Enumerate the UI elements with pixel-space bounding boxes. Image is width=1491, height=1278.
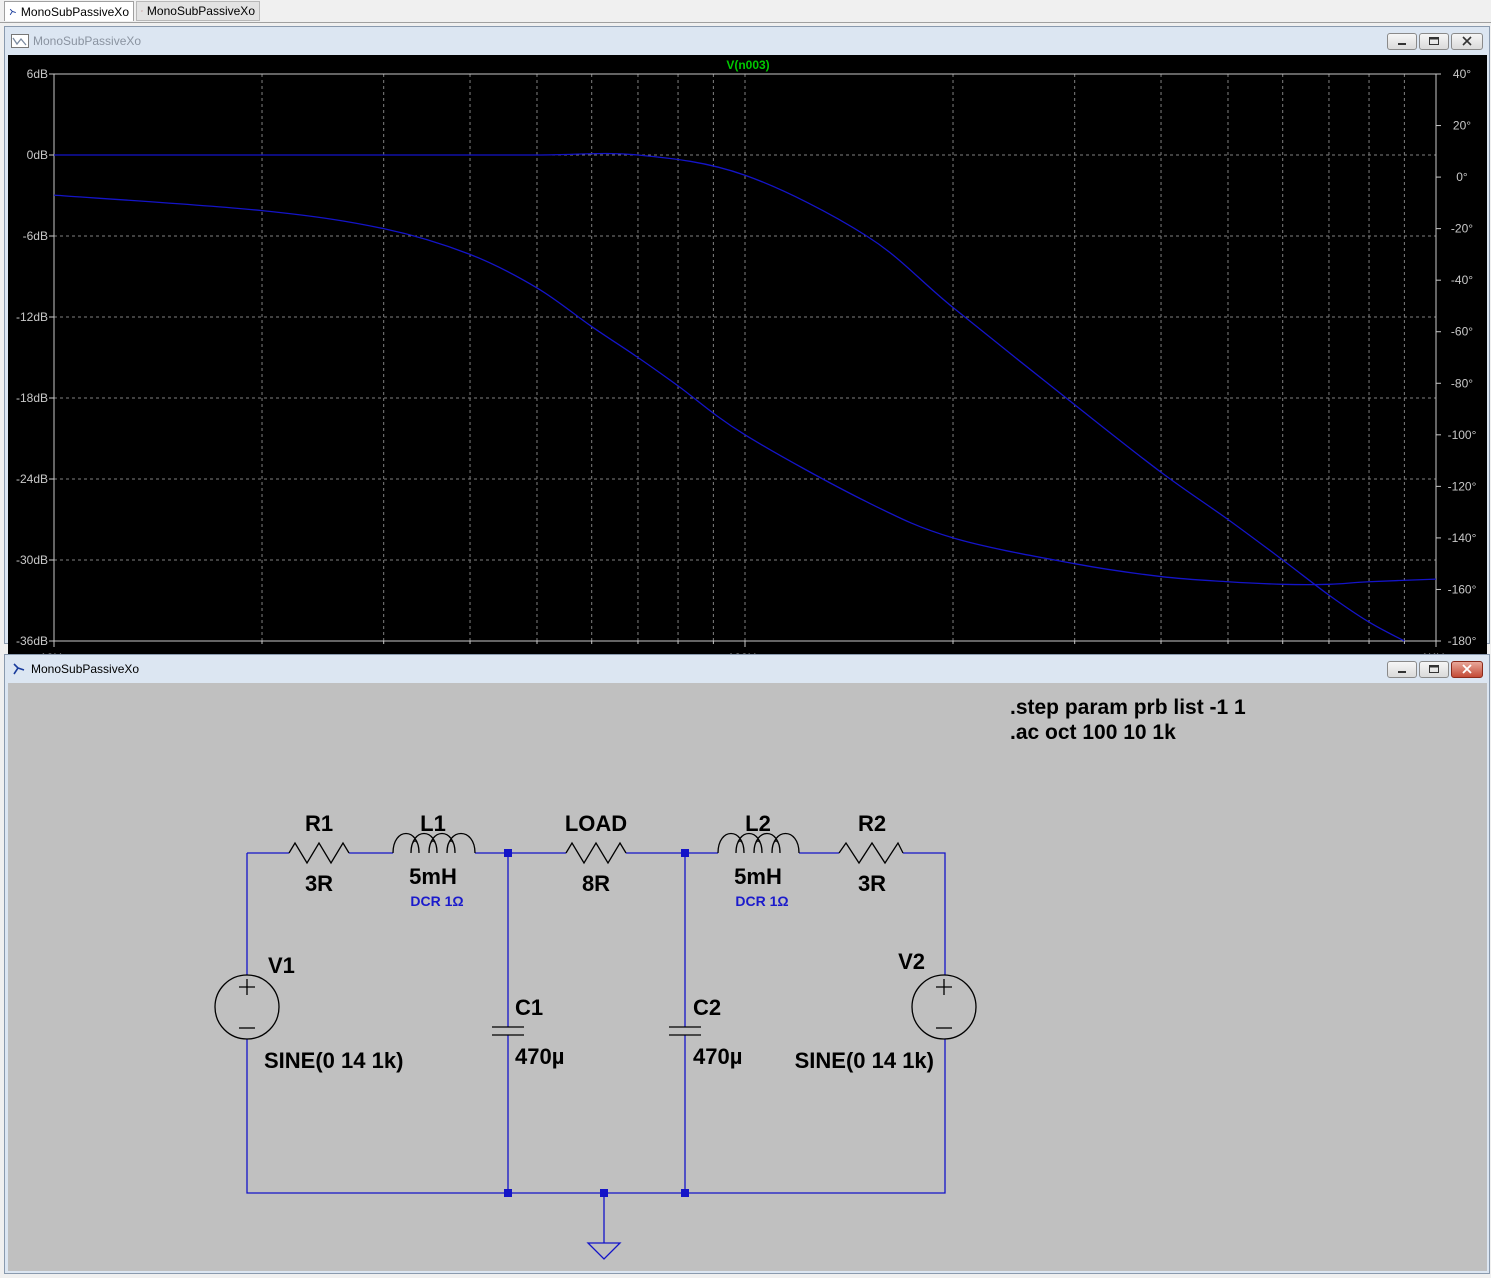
plot-axes: 6dB 0dB -6dB -12dB -18dB -24dB -30dB -36dB 40° 20… (16, 67, 1477, 665)
magnitude-curve (54, 152, 1405, 642)
schematic-window-title: MonoSubPassiveXo (31, 662, 140, 676)
junction-dot (504, 1189, 512, 1197)
y-tick-label: -12dB (16, 310, 48, 324)
schematic-icon (9, 8, 16, 15)
maximize-button[interactable] (1419, 661, 1449, 678)
v2-name-label[interactable]: V2 (898, 949, 925, 974)
plot-window: MonoSubPassiveXo 6dB 0dB -6dB -12dB -18dB -24… (4, 26, 1490, 665)
y-tick-label: 0dB (27, 148, 48, 162)
plot-pane[interactable]: 6dB 0dB -6dB -12dB -18dB -24dB -30dB -36dB 40° 20… (8, 55, 1487, 665)
minimize-icon (1398, 671, 1406, 673)
y-tick-label: -18dB (16, 391, 48, 405)
spice-directive-step[interactable]: .step param prb list -1 1 (1010, 696, 1246, 719)
c2-value-label[interactable]: 470µ (693, 1044, 742, 1069)
schematic-pane[interactable]: .step param prb list -1 1 .ac oct 100 10… (8, 683, 1487, 1271)
close-button[interactable] (1451, 661, 1483, 678)
c1-name-label[interactable]: C1 (515, 995, 543, 1020)
y2-tick-label: -140° (1448, 531, 1477, 545)
v1-name-label[interactable]: V1 (268, 953, 295, 978)
c2-name-label[interactable]: C2 (693, 995, 721, 1020)
maximize-button[interactable] (1419, 33, 1449, 50)
resistor-r2-symbol[interactable] (838, 841, 904, 865)
c1-value-label[interactable]: 470µ (515, 1044, 564, 1069)
capacitor-c2-symbol[interactable] (669, 1026, 701, 1036)
schematic-window-titlebar[interactable]: MonoSubPassiveXo (5, 655, 1489, 683)
y2-tick-label: -80° (1451, 376, 1473, 390)
waveform-icon (11, 34, 29, 48)
schematic-window: MonoSubPassiveXo .step param prb list -1… (4, 654, 1490, 1274)
l1-name-label[interactable]: L1 (420, 811, 446, 836)
bode-plot[interactable]: 6dB 0dB -6dB -12dB -18dB -24dB -30dB -36dB 40° 20… (8, 55, 1487, 665)
load-name-label[interactable]: LOAD (565, 811, 627, 836)
junction-dot (600, 1189, 608, 1197)
y2-tick-label: -40° (1451, 273, 1473, 287)
junction-dot (681, 849, 689, 857)
wire (903, 852, 946, 975)
schematic-icon (13, 663, 25, 675)
trace-label[interactable]: V(n003) (726, 58, 769, 72)
inductor-l1-symbol[interactable] (392, 833, 476, 854)
minimize-button[interactable] (1387, 33, 1417, 50)
schematic-canvas[interactable]: .step param prb list -1 1 .ac oct 100 10… (8, 683, 1487, 1271)
y2-tick-label: -60° (1451, 325, 1473, 339)
close-button[interactable] (1451, 33, 1483, 50)
y-tick-label: -36dB (16, 634, 48, 648)
plot-window-titlebar[interactable]: MonoSubPassiveXo (5, 27, 1489, 55)
load-value-label[interactable]: 8R (582, 871, 610, 896)
plot-curves (53, 152, 1437, 642)
r2-value-label[interactable]: 3R (858, 871, 886, 896)
r1-name-label[interactable]: R1 (305, 811, 333, 836)
plot-window-title: MonoSubPassiveXo (33, 34, 142, 48)
y2-tick-label: 20° (1453, 119, 1471, 133)
r1-value-label[interactable]: 3R (305, 871, 333, 896)
l1-value-label[interactable]: 5mH (409, 864, 457, 889)
junction-dot (681, 1189, 689, 1197)
maximize-icon (1429, 37, 1439, 45)
close-icon (1462, 664, 1472, 674)
l2-dcr-label[interactable]: DCR 1Ω (735, 893, 788, 909)
plot-frame (53, 73, 1437, 642)
tab-waveform[interactable]: MonoSubPassiveXo (136, 1, 260, 21)
plot-grid (53, 73, 1437, 642)
spice-directive-ac[interactable]: .ac oct 100 10 1k (1010, 721, 1176, 744)
resistor-load-symbol[interactable] (565, 841, 627, 865)
voltage-source-v1-symbol[interactable] (214, 974, 280, 1040)
wires (246, 852, 946, 1243)
y-tick-label: 6dB (27, 67, 48, 81)
v1-value-label[interactable]: SINE(0 14 1k) (264, 1048, 403, 1073)
ground-symbol[interactable] (586, 1242, 622, 1260)
tab-schematic[interactable]: MonoSubPassiveXo (4, 1, 134, 21)
junctions (504, 849, 689, 1197)
y-tick-label: -24dB (16, 472, 48, 486)
y2-tick-label: -100° (1448, 428, 1477, 442)
voltage-source-v2-symbol[interactable] (911, 974, 977, 1040)
minimize-icon (1398, 43, 1406, 45)
wire (246, 1039, 946, 1194)
inductor-l2-symbol[interactable] (717, 833, 800, 854)
l2-name-label[interactable]: L2 (745, 811, 771, 836)
y-tick-label: -30dB (16, 553, 48, 567)
v2-value-label[interactable]: SINE(0 14 1k) (795, 1048, 934, 1073)
tab-label: MonoSubPassiveXo (20, 4, 129, 19)
y2-tick-label: -160° (1448, 582, 1477, 596)
maximize-icon (1429, 665, 1439, 673)
close-icon (1462, 36, 1472, 46)
junction-dot (504, 849, 512, 857)
y2-tick-label: 40° (1453, 67, 1471, 81)
y2-tick-label: -20° (1451, 222, 1473, 236)
r2-name-label[interactable]: R2 (858, 811, 886, 836)
l1-dcr-label[interactable]: DCR 1Ω (410, 893, 463, 909)
phase-curve (53, 194, 1437, 586)
tab-label: MonoSubPassiveXo (146, 4, 255, 18)
capacitor-c1-symbol[interactable] (492, 1026, 524, 1036)
y2-tick-label: 0° (1456, 170, 1468, 184)
minimize-button[interactable] (1387, 661, 1417, 678)
waveform-icon (141, 10, 143, 12)
document-tab-bar: MonoSubPassiveXo MonoSubPassiveXo (0, 0, 1491, 23)
y2-tick-label: -120° (1448, 479, 1477, 493)
resistor-r1-symbol[interactable] (288, 841, 350, 865)
l2-value-label[interactable]: 5mH (734, 864, 782, 889)
y-tick-label: -6dB (23, 229, 48, 243)
y2-tick-label: -180° (1448, 634, 1477, 648)
